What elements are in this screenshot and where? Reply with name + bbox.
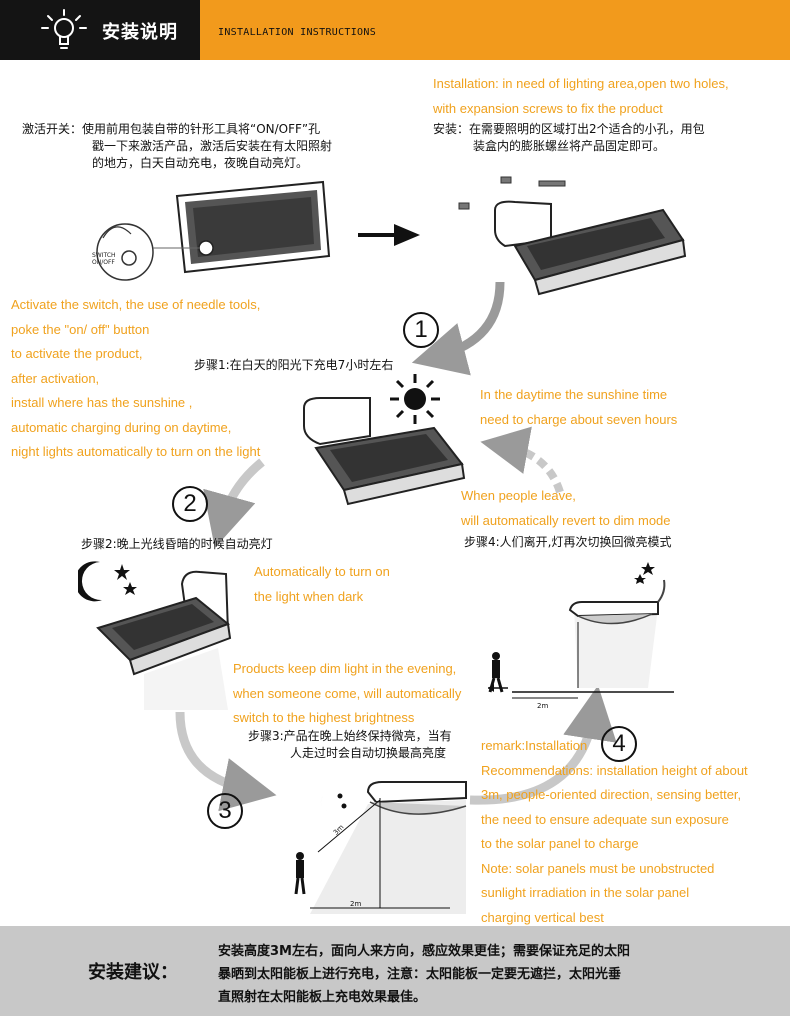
footer-line: 安装高度3M左右，面向人来方向，感应效果更佳；需要保证充足的太阳 (218, 944, 630, 959)
remark-en-line: the need to ensure adequate sun exposure (481, 811, 729, 827)
install-cn-line: 安装：在需要照明的区域打出2个适合的小孔，用包 (433, 122, 705, 136)
step-3-en-line: Products keep dim light in the evening, (233, 661, 457, 676)
activate-cn-line: 激活开关：使用前用包装自带的针形工具将“ON/OFF”孔 (22, 122, 321, 136)
step-2-en-line: Automatically to turn on (254, 564, 390, 579)
activate-en-line: install where has the sunshine , (11, 395, 193, 410)
step-4-text-cn: 步骤4:人们离开,灯再次切换回微亮模式 (464, 535, 672, 549)
header-orange-block (200, 0, 790, 60)
step-4-en-line: will automatically revert to dim mode (461, 512, 671, 528)
step-2-en-line: the light when dark (254, 588, 364, 604)
step-1-text-cn: 步骤1:在白天的阳光下充电7小时左右 (194, 358, 394, 372)
install-en-line: with expansion screws to fix the product (433, 100, 663, 116)
step-1-text-en: In the daytime the sunshine time need to… (480, 383, 677, 432)
install-text-en: Installation: in need of lighting area,o… (433, 72, 729, 121)
step-4-en-line: When people leave, (461, 488, 576, 503)
install-cn-line: 装盒内的膨胀螺丝将产品固定即可。 (473, 139, 666, 153)
step-1-en-line: In the daytime the sunshine time (480, 387, 668, 402)
install-en-line: Installation: in need of lighting area,o… (433, 76, 729, 91)
step-2-text-cn: 步骤2:晚上光线昏暗的时候自动亮灯 (81, 537, 273, 551)
remark-en-line: Recommendations: installation height of … (481, 762, 748, 778)
activate-text-en: Activate the switch, the use of needle t… (11, 293, 260, 465)
step-1-number: 1 (403, 312, 439, 348)
step-4-number: 4 (601, 726, 637, 762)
switch-label: SWITCH ON/OFF (92, 252, 116, 266)
remark-en-line: charging vertical best (481, 909, 604, 925)
step-3-cn-line: 步骤3:产品在晚上始终保持微亮，当有 (248, 729, 452, 743)
activate-en-line: night lights automatically to turn on th… (11, 444, 261, 459)
product-back-illustration (96, 180, 331, 281)
product-mounting-illustration (458, 176, 687, 296)
activate-text-cn: 激活开关：使用前用包装自带的针形工具将“ON/OFF”孔 戳一下来激活产品，激活… (22, 121, 332, 172)
remark-en-line: sunlight irradiation in the solar panel (481, 885, 690, 900)
remark-en-line: to the solar panel to charge (481, 836, 639, 851)
activate-en-line: Activate the switch, the use of needle t… (11, 297, 261, 312)
step-4-text-en: When people leave, will automatically re… (461, 484, 671, 533)
remark-text-en: remark:Installation Recommendations: ins… (481, 734, 748, 930)
remark-en-line: 3m, people-oriented direction, sensing b… (481, 787, 742, 802)
distance-2m-label: 2m (350, 900, 362, 908)
step-3-text-cn: 步骤3:产品在晚上始终保持微亮，当有 人走过时会自动切换最高亮度 (248, 728, 452, 762)
step-3-cn-line: 人走过时会自动切换最高亮度 (290, 746, 447, 760)
product-daytime-illustration (303, 397, 466, 506)
step-3-en-line: when someone come, will automatically (233, 685, 462, 701)
step-3-number: 3 (207, 793, 243, 829)
step-1-en-line: need to charge about seven hours (480, 411, 678, 427)
step-2-text-en: Automatically to turn on the light when … (254, 560, 390, 609)
sun-icon (390, 374, 440, 424)
page-title: 安装说明 (102, 22, 178, 43)
switch-label-line: ON/OFF (92, 259, 115, 266)
switch-label-line: SWITCH (92, 252, 116, 259)
product-night-illustration (96, 570, 232, 710)
footer-line: 暴晒到太阳能板上进行充电，注意：太阳能板一定要无遮拦，太阳光垂 (218, 967, 622, 982)
activate-en-line: after activation, (11, 370, 100, 386)
activate-en-line: automatic charging during on daytime, (11, 419, 232, 435)
step-3-en-line: switch to the highest brightness (233, 710, 415, 725)
activate-cn-line: 戳一下来激活产品，激活后安装在有太阳照射 (92, 139, 333, 153)
step-4-scene-illustration (488, 556, 692, 699)
remark-en-line: remark:Installation (481, 738, 588, 753)
page-subtitle: INSTALLATION INSTRUCTIONS (218, 27, 377, 38)
header-dark-block (0, 0, 200, 60)
activate-en-line: poke the "on/ off" button (11, 321, 150, 337)
install-text-cn: 安装：在需要照明的区域打出2个适合的小孔，用包 装盒内的膨胀螺丝将产品固定即可。 (433, 121, 705, 155)
activate-en-line: to activate the product, (11, 346, 143, 361)
activate-cn-line: 的地方，白天自动充电，夜晚自动亮灯。 (92, 156, 309, 170)
footer-panel (0, 926, 790, 1016)
step-2-number: 2 (172, 486, 208, 522)
step-3-scene-illustration (294, 781, 467, 914)
footer-title: 安装建议： (88, 962, 178, 983)
moon-stars-icon (78, 561, 137, 602)
arrow-right-icon (358, 224, 420, 246)
lightbulb-icon (41, 9, 87, 49)
footer-text: 安装高度3M左右，面向人来方向，感应效果更佳；需要保证充足的太阳 暴晒到太阳能板… (218, 940, 778, 1009)
step-3-text-en: Products keep dim light in the evening, … (233, 657, 461, 731)
distance-2m-label: 2m (537, 702, 549, 710)
footer-line: 直照射在太阳能板上充电效果最佳。 (218, 990, 427, 1005)
remark-en-line: Note: solar panels must be unobstructed (481, 860, 715, 876)
